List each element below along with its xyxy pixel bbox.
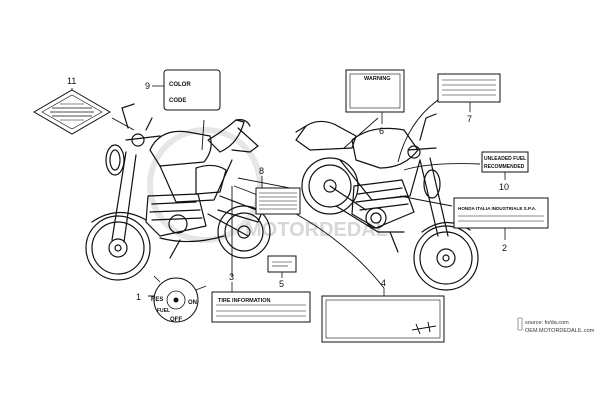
warning-text: WARNING [364, 76, 391, 82]
label-3-tire-information: TIRE INFORMATION [211, 291, 311, 323]
source-line-1: source: fo/da.com [525, 320, 569, 326]
label-9-color-code: COLOR CODE [163, 69, 221, 111]
label-6-warning: WARNING [345, 69, 405, 113]
unleaded-text-2: RECOMMENDED [484, 164, 525, 170]
callout-2: 2 [502, 243, 507, 253]
fuel-off-text: OFF [170, 317, 182, 323]
source-line-2: OEM.MOTORDEDALIL.com [525, 328, 595, 334]
label-4-large [321, 295, 445, 343]
leader-2 [399, 195, 453, 207]
motorcycle-left-illustration [85, 103, 271, 281]
callout-3: 3 [229, 272, 234, 282]
label-5-small [267, 255, 297, 273]
callout-5: 5 [279, 279, 284, 289]
fuel-on-text: ON [188, 300, 197, 306]
callout-9: 9 [145, 81, 150, 91]
tire-information-text: TIRE INFORMATION [218, 298, 270, 304]
motorcycle-right-illustration [295, 113, 479, 291]
leader-10 [403, 163, 481, 171]
label-11-emblem [33, 89, 111, 135]
callout-1: 1 [136, 292, 141, 302]
label-7-striped [437, 73, 501, 103]
callout-10: 10 [499, 182, 509, 192]
callout-4: 4 [381, 278, 386, 288]
fuel-fuel-text: FUEL [157, 308, 170, 314]
unleaded-text-1: UNLEADED FUEL [484, 156, 526, 162]
leader-7 [397, 99, 439, 163]
source-credit: source: fo/da.com OEM.MOTORDEDALIL.com [517, 317, 595, 334]
callout-8: 8 [259, 166, 264, 176]
leader-9 [201, 119, 205, 151]
label-8-striped [255, 187, 301, 215]
color-code-text-1: COLOR [169, 82, 191, 88]
fuel-res-text: RES [151, 297, 163, 303]
leader-6 [343, 117, 379, 149]
label-2-honda-italia: HONDA ITALIA INDUSTRIALE S.P.A. [453, 197, 549, 229]
label-1-fuel-valve: RES ON FUEL OFF [151, 275, 207, 323]
callout-11: 11 [67, 76, 76, 86]
watermark-text: MOTORDEDAL [245, 219, 388, 241]
honda-italia-text: HONDA ITALIA INDUSTRIALE S.P.A. [458, 206, 536, 211]
label-10-unleaded-fuel: UNLEADED FUEL RECOMMENDED [481, 151, 529, 173]
callout-6: 6 [379, 126, 384, 136]
color-code-text-2: CODE [169, 98, 186, 104]
callout-7: 7 [467, 114, 472, 124]
